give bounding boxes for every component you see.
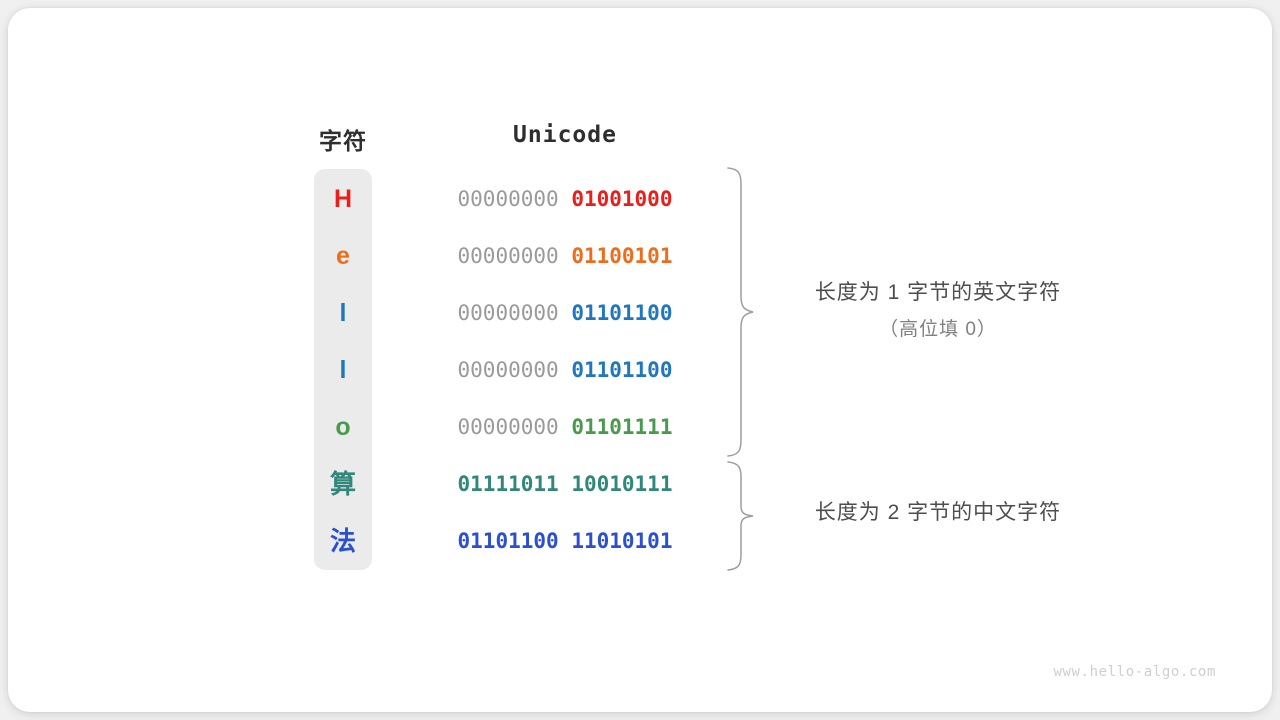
- annotation-two-byte-main: 长度为 2 字节的中文字符: [814, 501, 1062, 524]
- character-column-background: [314, 169, 372, 570]
- binary-row: 00000000 01001000: [426, 171, 704, 228]
- character-cell: o: [335, 413, 351, 441]
- binary-low-byte: 01101100: [571, 358, 673, 382]
- binary-high-byte: 01111011: [457, 472, 559, 496]
- binary-high-byte: 01101100: [457, 529, 559, 553]
- column-header-unicode: Unicode: [513, 122, 617, 148]
- annotation-two-byte: 长度为 2 字节的中文字符: [768, 496, 1108, 526]
- binary-high-byte: 00000000: [457, 187, 559, 211]
- binary-high-byte: 00000000: [457, 358, 559, 382]
- binary-high-byte: 00000000: [457, 301, 559, 325]
- binary-high-byte: 00000000: [457, 415, 559, 439]
- binary-low-byte: 11010101: [571, 529, 673, 553]
- brace-two-byte-group: [727, 461, 754, 571]
- binary-row: 00000000 01101100: [426, 342, 704, 399]
- column-header-character: 字符: [319, 128, 367, 154]
- watermark: www.hello-algo.com: [1053, 664, 1216, 680]
- binary-low-byte: 01001000: [571, 187, 673, 211]
- annotation-one-byte-main: 长度为 1 字节的英文字符: [814, 281, 1062, 304]
- binary-row: 00000000 01101111: [426, 399, 704, 456]
- binary-low-byte: 01100101: [571, 244, 673, 268]
- binary-row: 00000000 01100101: [426, 228, 704, 285]
- brace-one-byte-group: [727, 167, 754, 457]
- binary-row: 01111011 10010111: [426, 456, 704, 513]
- character-cell: 算: [329, 469, 356, 499]
- binary-low-byte: 01101111: [571, 415, 673, 439]
- character-cell: 法: [329, 526, 356, 556]
- annotation-one-byte-sub: （高位填 0）: [879, 319, 997, 340]
- binary-low-byte: 01101100: [571, 301, 673, 325]
- character-cell: H: [333, 185, 353, 213]
- binary-row: 01101100 11010101: [426, 513, 704, 570]
- binary-low-byte: 10010111: [571, 472, 673, 496]
- binary-high-byte: 00000000: [457, 244, 559, 268]
- binary-row: 00000000 01101100: [426, 285, 704, 342]
- character-cell: l: [339, 299, 347, 327]
- character-cell: e: [336, 242, 350, 270]
- character-cell: l: [339, 356, 347, 384]
- annotation-one-byte: 长度为 1 字节的英文字符 （高位填 0）: [768, 276, 1108, 341]
